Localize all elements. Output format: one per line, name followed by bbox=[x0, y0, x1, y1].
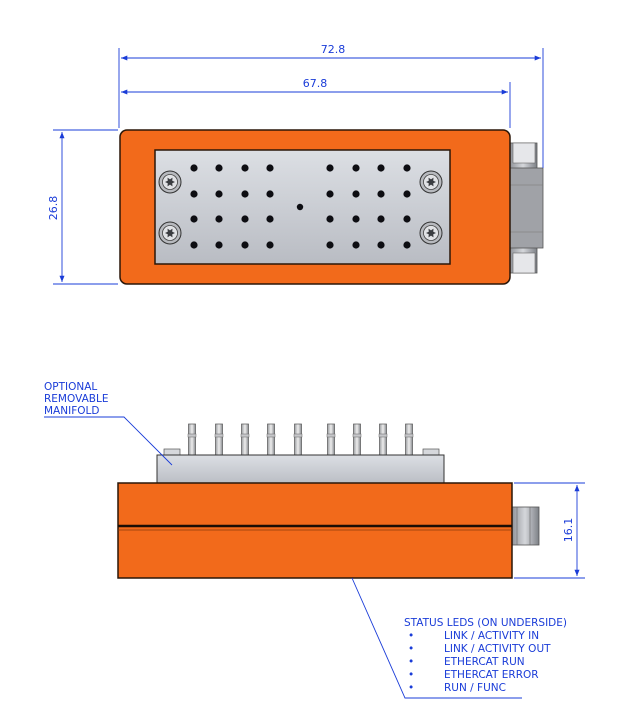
fitting-pin bbox=[214, 423, 224, 457]
fitting-pin bbox=[404, 423, 414, 457]
status-led-item: LINK / ACTIVITY OUT bbox=[444, 643, 551, 655]
side-view-connector bbox=[510, 506, 540, 546]
top-view-connector bbox=[508, 142, 544, 274]
port-hole bbox=[377, 164, 385, 172]
mounting-screws bbox=[158, 170, 443, 245]
fitting-pin bbox=[352, 423, 362, 457]
port-hole bbox=[352, 164, 360, 172]
port-holes bbox=[190, 164, 411, 249]
port-hole bbox=[326, 164, 334, 172]
port-hole bbox=[190, 164, 198, 172]
port-hole bbox=[377, 190, 385, 198]
port-hole bbox=[215, 215, 223, 223]
fitting-pins bbox=[163, 423, 440, 457]
port-hole bbox=[326, 241, 334, 249]
dimension-lines bbox=[53, 48, 585, 579]
port-hole bbox=[326, 190, 334, 198]
port-hole bbox=[241, 215, 249, 223]
port-hole bbox=[215, 190, 223, 198]
dim-height-top: 26.8 bbox=[47, 196, 60, 221]
fitting-pin bbox=[326, 423, 336, 457]
side-view-body bbox=[117, 482, 513, 579]
port-hole bbox=[377, 241, 385, 249]
port-hole bbox=[215, 241, 223, 249]
status-led-item: ETHERCAT ERROR bbox=[444, 669, 539, 681]
status-leds-callout: STATUS LEDS (ON UNDERSIDE) • LINK / ACTIV… bbox=[351, 577, 567, 699]
port-hole bbox=[403, 241, 411, 249]
port-hole bbox=[266, 241, 274, 249]
manifold-label-line-2: REMOVABLE bbox=[44, 393, 108, 405]
port-hole bbox=[190, 241, 198, 249]
port-hole bbox=[190, 190, 198, 198]
status-led-bullet: • bbox=[408, 669, 414, 681]
center-hole bbox=[296, 203, 304, 211]
side-view bbox=[117, 423, 540, 579]
port-hole bbox=[352, 190, 360, 198]
port-hole bbox=[403, 164, 411, 172]
side-manifold bbox=[156, 454, 445, 486]
status-leds-title: STATUS LEDS (ON UNDERSIDE) bbox=[404, 617, 567, 629]
manifold-label-line-3: MANIFOLD bbox=[44, 405, 99, 417]
port-hole bbox=[266, 190, 274, 198]
port-hole bbox=[403, 190, 411, 198]
port-hole bbox=[266, 164, 274, 172]
port-hole bbox=[326, 215, 334, 223]
port-hole bbox=[241, 241, 249, 249]
port-hole bbox=[352, 215, 360, 223]
fitting-pin bbox=[187, 423, 197, 457]
screw-icon bbox=[419, 170, 443, 194]
top-view bbox=[119, 129, 544, 285]
manifold-callout: OPTIONAL REMOVABLE MANIFOLD bbox=[44, 381, 173, 466]
port-hole bbox=[241, 190, 249, 198]
status-led-item: RUN / FUNC bbox=[444, 682, 506, 694]
dim-overall-width: 72.8 bbox=[321, 43, 346, 56]
fitting-pin bbox=[240, 423, 250, 457]
dim-height-side: 16.1 bbox=[562, 518, 575, 543]
port-hole bbox=[190, 215, 198, 223]
status-leds-list: • LINK / ACTIVITY IN • LINK / ACTIVITY OUT •… bbox=[408, 630, 551, 694]
fitting-pin bbox=[266, 423, 276, 457]
status-led-item: LINK / ACTIVITY IN bbox=[444, 630, 539, 642]
dim-body-width: 67.8 bbox=[303, 77, 328, 90]
status-led-bullet: • bbox=[408, 656, 414, 668]
port-hole bbox=[377, 215, 385, 223]
fitting-pin bbox=[378, 423, 388, 457]
port-hole bbox=[241, 164, 249, 172]
fitting-pin bbox=[293, 423, 303, 457]
screw-icon bbox=[419, 221, 443, 245]
manifold-label-line-1: OPTIONAL bbox=[44, 381, 97, 393]
port-hole bbox=[403, 215, 411, 223]
port-hole bbox=[266, 215, 274, 223]
status-led-bullet: • bbox=[408, 682, 414, 694]
port-hole bbox=[215, 164, 223, 172]
status-led-item: ETHERCAT RUN bbox=[444, 656, 525, 668]
screw-icon bbox=[158, 221, 182, 245]
port-hole bbox=[352, 241, 360, 249]
status-led-bullet: • bbox=[408, 630, 414, 642]
status-led-bullet: • bbox=[408, 643, 414, 655]
screw-icon bbox=[158, 170, 182, 194]
